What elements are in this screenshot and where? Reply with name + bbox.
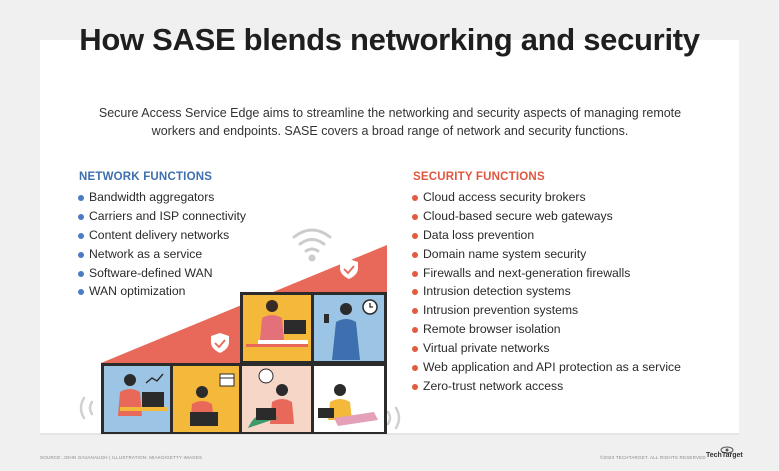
source-credit: SOURCE: JOHN GAVANAUGH | ILLUSTRATION: M… xyxy=(40,455,203,460)
list-item: Zero-trust network access xyxy=(412,377,681,396)
worker-figure xyxy=(246,300,308,347)
security-functions-heading: SECURITY FUNCTIONS xyxy=(413,171,545,183)
bullet xyxy=(412,213,418,220)
list-item: Data loss prevention xyxy=(412,226,681,245)
network-functions-list: Bandwidth aggregators Carriers and ISP c… xyxy=(78,188,246,301)
techtarget-logo: TechTarget xyxy=(706,452,743,459)
security-functions-list: Cloud access security brokers Cloud-base… xyxy=(412,188,681,396)
copyright-notice: ©2023 TECHTARGET. ALL RIGHTS RESERVED xyxy=(600,455,706,460)
worker-figure xyxy=(318,384,378,426)
list-item: WAN optimization xyxy=(78,282,246,301)
bullet xyxy=(78,213,84,220)
bullet xyxy=(78,270,84,277)
list-item: Carriers and ISP connectivity xyxy=(78,207,246,226)
chart-icon xyxy=(145,373,164,384)
list-item: Bandwidth aggregators xyxy=(78,188,246,207)
calendar-icon xyxy=(219,373,235,387)
worker-figure xyxy=(248,368,294,428)
bullet xyxy=(412,195,418,201)
list-item: Firewalls and next-generation firewalls xyxy=(412,264,681,283)
wifi-icon xyxy=(79,396,401,430)
list-item: Content delivery networks xyxy=(78,226,246,245)
shield-icon xyxy=(340,259,358,279)
bullet xyxy=(412,289,418,296)
bullet xyxy=(78,251,84,258)
techtarget-eye-icon xyxy=(720,446,734,454)
page-title: How SASE blends networking and security xyxy=(79,22,700,57)
wifi-icon xyxy=(292,228,332,262)
subtitle: Secure Access Service Edge aims to strea… xyxy=(98,106,682,138)
bullet xyxy=(412,327,418,334)
bullet xyxy=(78,195,84,201)
shield-icon xyxy=(211,333,229,353)
worker-figure xyxy=(324,303,360,360)
bullet xyxy=(412,365,418,372)
list-item: Cloud-based secure web gateways xyxy=(412,207,681,226)
list-item: Software-defined WAN xyxy=(78,264,246,283)
bullet xyxy=(78,232,84,239)
network-functions-heading: NETWORK FUNCTIONS xyxy=(79,171,213,183)
list-item: Cloud access security brokers xyxy=(412,188,681,207)
list-item: Web application and API protection as a … xyxy=(412,358,681,377)
clock-icon xyxy=(362,299,378,315)
worker-figure xyxy=(190,386,218,426)
bullet xyxy=(412,308,418,315)
bullet xyxy=(412,251,418,258)
bullet xyxy=(412,232,418,239)
list-item: Remote browser isolation xyxy=(412,320,681,339)
worker-figure xyxy=(118,374,168,416)
bullet xyxy=(412,383,418,390)
bullet xyxy=(78,289,84,296)
list-item: Network as a service xyxy=(78,245,246,264)
bullet xyxy=(412,270,418,277)
list-item: Domain name system security xyxy=(412,245,681,264)
bullet xyxy=(412,346,418,353)
list-item: Intrusion prevention systems xyxy=(412,301,681,320)
list-item: Intrusion detection systems xyxy=(412,282,681,301)
list-item: Virtual private networks xyxy=(412,339,681,358)
